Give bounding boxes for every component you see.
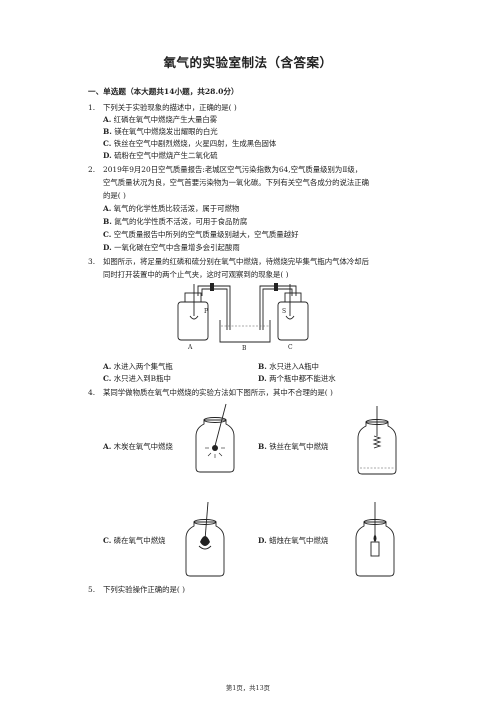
q2-number: 2. xyxy=(88,165,96,174)
page-footer: 第1页，共13页 xyxy=(225,684,271,692)
q3-option-b: B. 水只进入A瓶中 xyxy=(258,362,319,372)
clamp-a xyxy=(210,283,214,291)
q2-option-a-text: 氧气的化学性质比较活泼，属于可燃物 xyxy=(113,204,240,213)
q3-option-b-label: B. xyxy=(258,362,267,371)
q2-option-b-text: 氮气的化学性质不活泼，可用于食品防腐 xyxy=(114,217,248,226)
q1-option-b-label: B. xyxy=(103,127,112,136)
q2-option-b: B. 氮气的化学性质不活泼，可用于食品防腐 xyxy=(103,217,247,227)
q3-option-d-label: D. xyxy=(258,374,267,383)
gas-bottle-c xyxy=(185,521,225,577)
q2-option-c-text: 空气质量报告中所列的空气质量级别越大，空气质量越好 xyxy=(113,230,299,239)
q3-stem-line2: 同时打开装置中的两个止气夹，这时可观察到的现象是( ) xyxy=(103,270,289,279)
q1-option-a: A. 红磷在氧气中燃烧产生大量白雾 xyxy=(103,115,217,125)
q4-option-a-label: A. xyxy=(103,442,112,451)
figure-label-b: B xyxy=(242,345,247,352)
q4-option-d-label: D. xyxy=(258,536,267,545)
q4-option-b: B. 铁丝在氧气中燃烧 xyxy=(258,442,328,452)
gas-bottle-a xyxy=(195,419,235,473)
figure-label-c: C xyxy=(288,344,293,351)
q4-figure-d-candle xyxy=(355,502,395,577)
q2-option-d-text: 一氧化碳在空气中含量增多会引起酸雨 xyxy=(114,243,240,252)
bottle-c-spoon xyxy=(285,315,295,320)
bottle-c-stopper xyxy=(284,292,302,303)
q1-option-d-text: 硫粉在空气中燃烧产生二氧化硫 xyxy=(114,151,218,160)
bottle-a-mouth xyxy=(203,417,227,423)
q2-option-a: A. 氧气的化学性质比较活泼，属于可燃物 xyxy=(103,204,239,214)
gas-bottle-b xyxy=(357,421,397,475)
q4-option-b-label: B. xyxy=(258,442,267,451)
q1-option-d-label: D. xyxy=(103,151,112,160)
q1-option-d: D. 硫粉在空气中燃烧产生二氧化硫 xyxy=(103,151,218,161)
spoon-c xyxy=(198,545,212,550)
q3-option-b-text: 水只进入A瓶中 xyxy=(269,362,319,371)
figure-label-a: A xyxy=(187,344,193,351)
water-trough-b xyxy=(219,320,271,343)
q4-option-d: D. 蜡烛在氧气中燃烧 xyxy=(258,536,328,546)
tube-a-inner xyxy=(201,288,228,330)
q3-option-c-text: 水只进入到B瓶中 xyxy=(113,374,171,383)
glow-rays-a xyxy=(205,447,225,458)
section-heading: 一、单选题（本大题共14小题，共28.0分） xyxy=(88,87,239,96)
q4-option-c-text: 磷在氧气中燃烧 xyxy=(113,536,166,545)
clamp-c xyxy=(274,283,278,291)
candle-flame xyxy=(373,534,377,542)
q3-stem-line1: 如图所示，将足量的红磷和硫分别在氧气中燃烧，待燃烧完毕集气瓶内气体冷却后 xyxy=(103,257,370,266)
q3-option-d-text: 两个瓶中都不能进水 xyxy=(269,374,336,383)
q4-figure-a-charcoal xyxy=(195,403,235,473)
q2-option-d-label: D. xyxy=(103,243,112,252)
q2-option-c: C. 空气质量报告中所列的空气质量级别越大，空气质量越好 xyxy=(103,230,298,240)
iron-wire-coil xyxy=(372,435,382,449)
tongs-a xyxy=(214,403,227,447)
q2-option-a-label: A. xyxy=(103,204,112,213)
bottle-a-spoon xyxy=(189,315,199,320)
q4-option-a: A. 木炭在氧气中燃烧 xyxy=(103,442,173,452)
figure-label-s: S xyxy=(282,308,286,315)
q2-stem-line3: 的是( ) xyxy=(103,191,126,200)
figure-label-p: P xyxy=(204,308,208,315)
q5-number: 5. xyxy=(88,585,96,594)
q2-stem-line2: 空气质量状况为良，空气首要污染物为一氧化碳。下列有关空气各成分的说法正确 xyxy=(103,178,370,187)
q1-option-a-label: A. xyxy=(103,115,112,124)
bottle-c-mouth xyxy=(193,519,217,525)
q3-option-c: C. 水只进入到B瓶中 xyxy=(103,374,171,384)
q2-option-b-label: B. xyxy=(103,217,112,226)
q4-stem: 某同学做物质在氧气中燃烧的实验方法如下图所示，其中不合理的是( ) xyxy=(103,388,333,397)
q3-option-c-label: C. xyxy=(103,374,112,383)
q3-apparatus-figure: P S A B C xyxy=(177,283,309,352)
q3-option-a: A. 水进入两个集气瓶 xyxy=(103,362,173,372)
q1-option-b-text: 镁在氧气中燃烧发出耀眼的白光 xyxy=(114,127,218,136)
q1-option-b: B. 镁在氧气中燃烧发出耀眼的白光 xyxy=(103,127,218,137)
q4-number: 4. xyxy=(88,388,96,397)
q2-option-d: D. 一氧化碳在空气中含量增多会引起酸雨 xyxy=(103,243,240,253)
q4-figure-b-iron-wire xyxy=(357,406,397,475)
q1-number: 1. xyxy=(88,103,96,112)
spoon-rod-c xyxy=(204,501,209,541)
q3-option-d: D. 两个瓶中都不能进水 xyxy=(258,374,336,384)
q5-stem: 下列实验操作正确的是( ) xyxy=(103,585,186,594)
q4-option-c-label: C. xyxy=(103,536,112,545)
q4-option-c: C. 磷在氧气中燃烧 xyxy=(103,536,165,546)
document-title: 氧气的实验室制法（含答案） xyxy=(163,55,333,70)
charcoal-piece xyxy=(212,445,218,451)
q3-number: 3. xyxy=(88,257,96,266)
candle-body xyxy=(370,541,380,557)
q3-option-a-text: 水进入两个集气瓶 xyxy=(113,362,173,371)
q2-option-c-label: C. xyxy=(103,230,112,239)
q4-option-b-text: 铁丝在氧气中燃烧 xyxy=(269,442,329,451)
q1-option-c: C. 铁丝在空气中剧烈燃烧，火星四射，生成黑色固体 xyxy=(103,139,276,149)
tube-a xyxy=(197,285,231,330)
q4-figure-c-phosphorus xyxy=(185,501,225,577)
q4-option-a-text: 木炭在氧气中燃烧 xyxy=(113,442,173,451)
flame-c xyxy=(200,536,210,546)
q4-option-d-text: 蜡烛在氧气中燃烧 xyxy=(269,536,329,545)
gas-bottle-d xyxy=(355,521,395,577)
bottle-a-stopper xyxy=(184,292,202,303)
q1-stem: 下列关于实验现象的描述中，正确的是( ) xyxy=(103,103,237,112)
q1-option-a-text: 红磷在氧气中燃烧产生大量白雾 xyxy=(113,115,218,124)
q1-option-c-label: C. xyxy=(103,139,112,148)
tube-c-inner xyxy=(262,288,293,330)
q2-stem-line1: 2019年9月20日空气质量报告:老城区空气污染指数为64,空气质量级别为Ⅱ级， xyxy=(103,165,363,174)
q3-option-a-label: A. xyxy=(103,362,112,371)
q1-option-c-text: 铁丝在空气中剧烈燃烧，火星四射，生成黑色固体 xyxy=(113,139,277,148)
